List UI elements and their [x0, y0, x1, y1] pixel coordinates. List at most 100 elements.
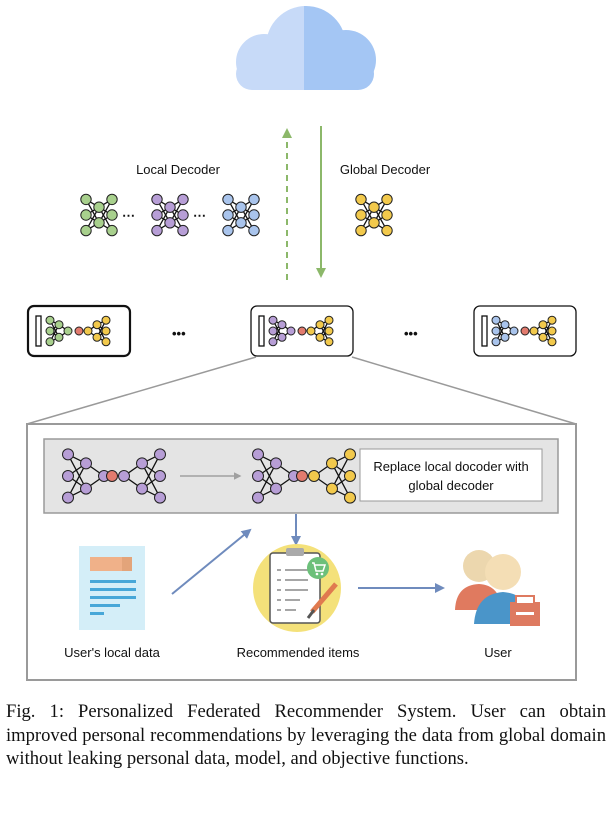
network-node	[538, 320, 548, 330]
network-node	[268, 315, 278, 325]
network-node	[45, 337, 55, 347]
network-node	[381, 224, 393, 237]
network-node	[136, 457, 148, 470]
network-node	[177, 193, 189, 206]
network-node	[177, 209, 189, 221]
network-node	[268, 326, 278, 336]
shopping-cart-icon	[307, 557, 329, 579]
network-node	[277, 320, 287, 330]
network-node	[324, 315, 334, 325]
user-label: User	[484, 645, 512, 660]
network-node	[547, 315, 557, 325]
network-node	[248, 209, 260, 221]
input-bar	[481, 315, 488, 347]
network-node	[248, 193, 260, 206]
latent-node	[74, 326, 84, 336]
network-node	[106, 224, 118, 237]
mini-net	[355, 193, 393, 237]
network-node	[45, 326, 55, 336]
client-models	[26, 304, 577, 358]
checklist-icon	[253, 544, 341, 632]
network-node	[547, 337, 557, 347]
figure-caption: Fig. 1: Personalized Federated Recommend…	[6, 701, 606, 770]
network-node	[344, 491, 356, 504]
mini-net	[80, 193, 118, 237]
pen-icon	[306, 582, 338, 619]
decoder-net	[118, 448, 166, 504]
network-node	[547, 326, 557, 336]
network-node	[80, 193, 92, 206]
network-node	[154, 491, 166, 504]
latent-node	[520, 326, 530, 336]
network-node	[101, 337, 111, 347]
recommended-items-label: Recommended items	[237, 645, 360, 660]
network-node	[106, 209, 118, 221]
network-node	[344, 448, 356, 461]
network-node	[83, 326, 93, 336]
zoom-line-right	[351, 356, 577, 425]
network-node	[92, 320, 102, 330]
network-node	[368, 201, 380, 213]
encoder-net	[62, 448, 110, 504]
network-node	[270, 482, 282, 495]
network-node	[80, 482, 92, 495]
network-node	[500, 320, 510, 330]
encoder-net	[268, 315, 296, 347]
replace-text-line1: Replace local docoder with	[373, 459, 528, 474]
network-node	[54, 320, 64, 330]
network-node	[62, 470, 74, 482]
network-node	[268, 337, 278, 347]
network-node	[101, 326, 111, 336]
replace-text-line2: global decoder	[408, 478, 494, 493]
ellipsis-local-2: ⋯	[193, 208, 206, 223]
network-node	[45, 315, 55, 325]
latent-node	[297, 326, 307, 336]
network-node	[308, 470, 320, 482]
network-node	[136, 482, 148, 495]
replace-text-box	[359, 448, 543, 502]
network-node	[235, 201, 247, 213]
network-node	[355, 224, 367, 237]
network-node	[270, 457, 282, 470]
network-node	[222, 224, 234, 237]
local-decoder-group	[80, 193, 260, 237]
network-node	[154, 470, 166, 482]
network-node	[324, 337, 334, 347]
local-decoder-label: Local Decoder	[136, 162, 220, 177]
network-node	[222, 209, 234, 221]
network-node	[315, 320, 325, 330]
zoom-line-left	[26, 356, 257, 425]
network-node	[235, 217, 247, 229]
decoder-net	[83, 315, 111, 347]
network-node	[381, 209, 393, 221]
network-node	[54, 332, 64, 342]
network-node	[93, 201, 105, 213]
cloud-icon	[236, 6, 376, 90]
input-bar	[258, 315, 265, 347]
network-node	[368, 217, 380, 229]
network-node	[101, 315, 111, 325]
client-box	[473, 305, 577, 357]
network-node	[93, 217, 105, 229]
network-node	[538, 332, 548, 342]
network-node	[222, 193, 234, 206]
client-box	[250, 305, 354, 357]
network-node	[252, 491, 264, 504]
mini-net	[222, 193, 260, 237]
network-node	[315, 332, 325, 342]
network-node	[177, 224, 189, 237]
network-node	[164, 217, 176, 229]
network-node	[355, 209, 367, 221]
network-node	[92, 332, 102, 342]
ellipsis-clients-1: •••	[172, 326, 186, 341]
network-node	[326, 457, 338, 470]
network-node	[491, 315, 501, 325]
network-node	[491, 337, 501, 347]
global-decoder-label: Global Decoder	[340, 162, 431, 177]
ellipsis-local-1: ⋯	[122, 208, 135, 223]
client-box	[26, 304, 132, 358]
network-node	[154, 448, 166, 461]
users-icon	[455, 550, 540, 626]
data-to-model-arrow	[171, 528, 252, 595]
network-node	[326, 482, 338, 495]
